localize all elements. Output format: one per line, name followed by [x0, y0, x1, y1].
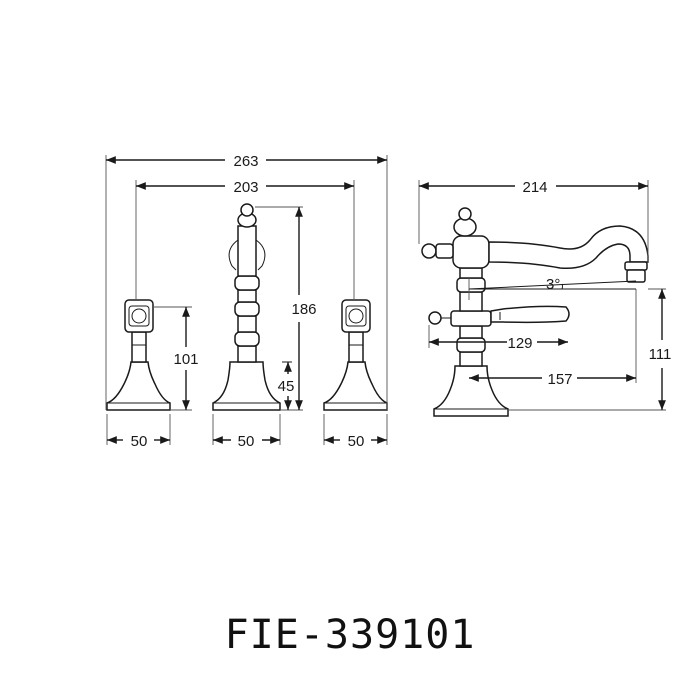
left-handle [106, 299, 171, 411]
dim-handle-spacing: 203 [233, 179, 258, 196]
dim-lever-reach: 129 [507, 335, 532, 352]
dim-base-left: 50 [131, 433, 148, 450]
dim-base-center: 50 [238, 433, 255, 450]
dim-spout-reach: 157 [547, 371, 572, 388]
front-view: 263 203 186 101 45 50 50 50 [105, 153, 388, 450]
right-handle [323, 299, 388, 411]
centre-spout [212, 203, 281, 411]
dim-spout-height: 186 [291, 301, 316, 318]
side-view: 214 3° 129 157 111 [418, 179, 672, 417]
dim-outlet-height: 111 [649, 346, 672, 363]
dim-spout-projection: 214 [522, 179, 547, 196]
model-code: FIE-339101 [224, 612, 476, 658]
dim-base-right: 50 [348, 433, 365, 450]
dim-base-height: 45 [278, 378, 295, 395]
dim-spout-angle: 3° [546, 276, 560, 293]
dim-overall-width: 263 [233, 153, 258, 170]
dim-handle-height: 101 [173, 351, 198, 368]
